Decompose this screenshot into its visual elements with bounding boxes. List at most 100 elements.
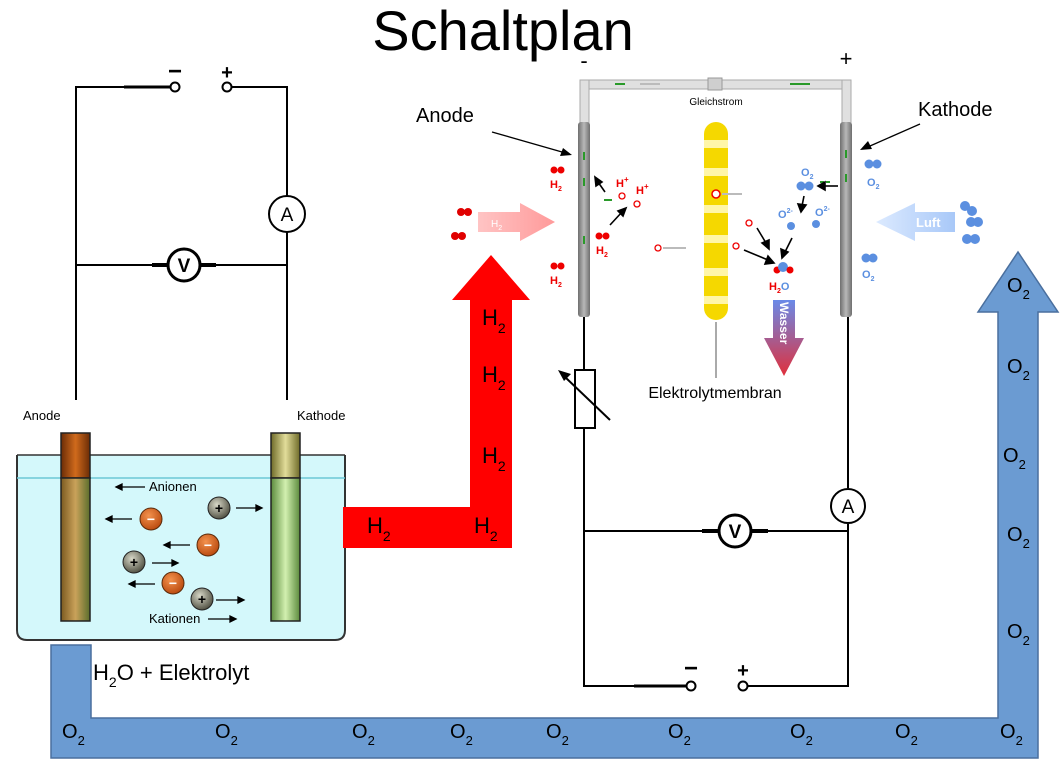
svg-text:O2: O2	[62, 721, 85, 748]
anode-reaction-arrows	[594, 175, 628, 226]
cation: +	[122, 550, 146, 574]
anion: −	[139, 507, 163, 531]
anion: −	[196, 533, 220, 557]
svg-text:O2: O2	[1007, 356, 1030, 383]
cathode-o2-reacting: O2	[796, 167, 814, 191]
svg-text:−: −	[147, 511, 155, 527]
oxide-ion: O2-	[778, 208, 795, 230]
svg-text:H2: H2	[596, 245, 608, 259]
fuel-cell-circuit	[583, 317, 849, 688]
svg-text:O2: O2	[1003, 445, 1026, 472]
svg-text:O2: O2	[862, 269, 875, 283]
h2-inlet-molecule	[451, 208, 472, 240]
electrolysis-cathode-rod	[270, 477, 301, 622]
proton: H+	[616, 175, 629, 200]
variable-resistor	[558, 369, 611, 429]
cathode-o2-molecule: O2	[861, 253, 878, 283]
svg-text:O2: O2	[450, 721, 473, 748]
electrolysis-voltmeter: V	[166, 247, 202, 283]
air-inlet-arrow	[876, 203, 955, 241]
electrolysis-anode-rod-top	[60, 432, 91, 479]
electrolysis-cathode-rod-top	[270, 432, 301, 479]
ion-arrows	[104, 482, 264, 624]
fuel-cell-voltmeter: V	[717, 513, 753, 549]
svg-text:O2: O2	[352, 721, 375, 748]
svg-text:O2: O2	[1007, 524, 1030, 551]
fuel-cell-terminal-plus	[737, 680, 749, 692]
electrode-electron-marks	[583, 150, 847, 244]
svg-text:O2: O2	[215, 721, 238, 748]
h2-inlet-arrow	[478, 203, 555, 241]
anode-h2-molecule: H2	[595, 232, 610, 259]
svg-text:+: +	[215, 500, 223, 516]
svg-text:H2O: H2O	[769, 281, 790, 295]
proton: H+	[633, 182, 649, 208]
h2-inlet-label: H2	[491, 219, 502, 232]
fuel-cell-top-conductor	[579, 77, 852, 126]
svg-text:H2: H2	[367, 513, 391, 544]
anode-h2-molecule: H2	[550, 262, 565, 289]
hydrogen-pipe-body	[343, 255, 530, 548]
electrolyte-label: H2O + Elektrolyt	[93, 660, 249, 690]
electrolysis-circuit	[75, 85, 288, 400]
svg-text:O2: O2	[1007, 621, 1030, 648]
fuel-cell-lower-plus-sign: +	[737, 660, 749, 682]
electrolysis-terminal-plus	[221, 81, 233, 93]
svg-text:O2: O2	[1000, 721, 1023, 748]
svg-text:O2: O2	[895, 721, 918, 748]
fuel-cell-cathode-label: Kathode	[918, 99, 993, 121]
hydrogen-pipe: H2 H2 H2 H2 H2	[343, 255, 530, 548]
svg-text:O2-: O2-	[815, 206, 830, 219]
svg-text:A: A	[842, 497, 855, 518]
svg-text:H+: H+	[636, 182, 649, 197]
svg-text:A: A	[281, 205, 294, 226]
fuel-cell-ammeter: A	[830, 488, 866, 524]
electrolysis-plus-sign: +	[221, 62, 233, 84]
svg-text:O2: O2	[790, 721, 813, 748]
water-outlet-arrow	[764, 300, 804, 376]
electrolyte-tank	[16, 455, 346, 641]
svg-text:−: −	[169, 575, 177, 591]
cathode-o2-molecule: O2	[864, 159, 882, 191]
electrolysis-cathode-label: Kathode	[297, 408, 345, 423]
cation: +	[190, 587, 214, 611]
fuel-cell-terminal-minus	[685, 680, 697, 692]
svg-text:O2: O2	[546, 721, 569, 748]
svg-text:V: V	[729, 522, 742, 543]
svg-text:O2-: O2-	[778, 208, 793, 221]
cation: +	[207, 496, 231, 520]
svg-text:O2: O2	[867, 177, 880, 191]
electrolysis-minus-sign: −	[168, 58, 182, 85]
fuel-cell-current-label: Gleichstrom	[689, 97, 742, 108]
svg-text:H2: H2	[550, 179, 562, 193]
fuel-cell-anode-label: Anode	[416, 105, 474, 127]
anions-label: Anionen	[149, 479, 197, 494]
oxygen-pipe-body	[50, 250, 1060, 759]
water-outlet-label: Wasser	[777, 302, 791, 345]
electrolyte-membrane	[704, 122, 742, 320]
fuel-cell-anode-electrode	[578, 122, 590, 317]
air-inlet-label: Luft	[916, 215, 941, 230]
cations-label: Kationen	[149, 611, 200, 626]
svg-text:−: −	[204, 537, 212, 553]
fuel-cell-lower-minus-sign: −	[684, 655, 698, 682]
svg-text:H2: H2	[550, 275, 562, 289]
electrolysis-terminal-minus	[169, 81, 181, 93]
anion: −	[161, 571, 185, 595]
svg-text:O2: O2	[668, 721, 691, 748]
water-molecule: H2O	[769, 262, 794, 295]
svg-text:H2: H2	[482, 362, 506, 393]
fuel-cell-cathode-electrode	[840, 122, 852, 317]
electrolysis-ammeter: A	[268, 195, 306, 233]
svg-text:O2: O2	[801, 167, 814, 181]
anode-h2-molecule: H2	[550, 166, 565, 193]
svg-text:V: V	[178, 256, 191, 277]
svg-text:+: +	[130, 554, 138, 570]
oxygen-pipe: O2 O2 O2 O2 O2 O2 O2 O2 O2 O2 O2 O2 O2 O…	[50, 250, 1060, 759]
svg-text:H2: H2	[482, 443, 506, 474]
membrane-label: Elektrolytmembran	[648, 385, 781, 402]
svg-text:H2: H2	[482, 305, 506, 336]
oxide-ion: O2-	[812, 206, 830, 228]
o2-air-molecules	[960, 201, 983, 244]
